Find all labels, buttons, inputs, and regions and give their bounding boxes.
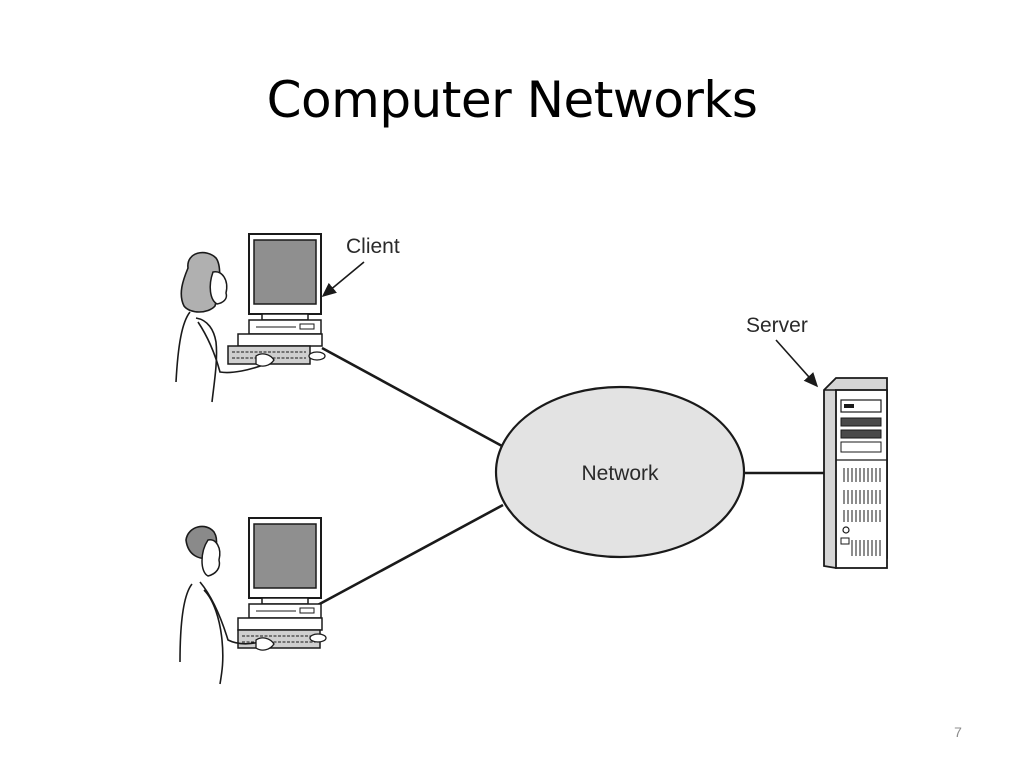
network-label: Network <box>581 462 659 485</box>
network-ellipse <box>494 385 746 559</box>
client2-link <box>313 503 504 609</box>
client-computer-1-icon <box>227 233 326 365</box>
page-number: 7 <box>954 724 962 740</box>
client-label: Client <box>346 235 400 258</box>
slide-title: Computer Networks <box>266 71 758 129</box>
client1-link <box>321 346 503 448</box>
client-user-man-icon <box>179 525 275 685</box>
server-tower-icon <box>823 377 888 569</box>
client-user-woman-icon <box>175 251 275 403</box>
server-label: Server <box>746 314 808 337</box>
client-arrow <box>321 261 365 298</box>
client-computer-2-icon <box>237 517 327 649</box>
server-arrow <box>775 339 819 388</box>
